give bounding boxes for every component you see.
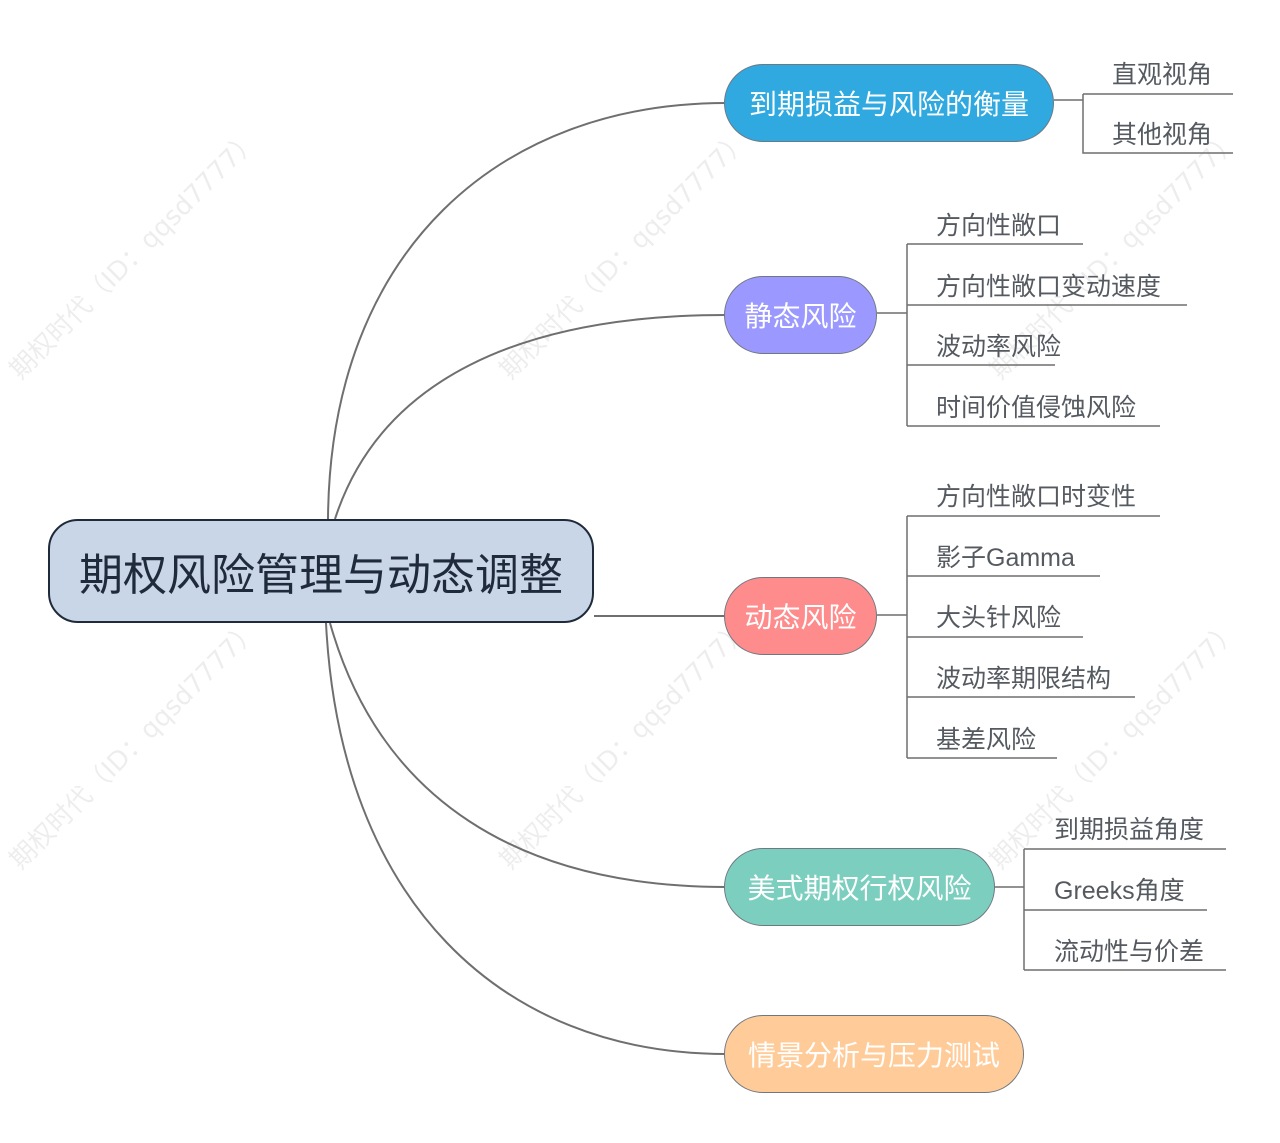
connector-root-topic-5 [325,622,727,1055]
subtopic-item[interactable]: 时间价值侵蚀风险 [936,394,1137,422]
subtopic-item[interactable]: 其他视角 [1112,121,1213,149]
root-topic[interactable]: 期权风险管理与动态调整 [48,519,594,623]
topic-static-risk[interactable]: 静态风险 [724,276,877,354]
subtopic-item[interactable]: 方向性敞口时变性 [936,483,1137,511]
topic-american-exercise-risk[interactable]: 美式期权行权风险 [724,848,995,926]
subtopic-item[interactable]: 流动性与价差 [1054,938,1205,966]
subtopic-item[interactable]: 到期损益角度 [1054,816,1205,844]
topic-scenario-stress-test[interactable]: 情景分析与压力测试 [724,1015,1024,1093]
topic-expiry-pnl-risk[interactable]: 到期损益与风险的衡量 [724,64,1054,142]
subtopic-item[interactable]: 波动率风险 [936,333,1062,361]
topic-label: 情景分析与压力测试 [747,1039,1000,1072]
root-topic-label: 期权风险管理与动态调整 [79,550,563,601]
subtopic-item[interactable]: 直观视角 [1112,61,1213,89]
subtopic-item[interactable]: 方向性敞口变动速度 [936,273,1162,301]
subtopic-item[interactable]: 方向性敞口 [936,212,1062,240]
subtopic-item[interactable]: 波动率期限结构 [936,665,1112,693]
topic-dynamic-risk[interactable]: 动态风险 [724,577,877,655]
topic-label: 静态风险 [744,300,857,333]
topic-label: 到期损益与风险的衡量 [748,88,1029,121]
connector-root-topic-4 [329,622,727,888]
topic-label: 动态风险 [744,601,857,634]
subtopic-item[interactable]: Greeks角度 [1054,877,1185,905]
subtopic-item[interactable]: 基差风险 [936,726,1037,754]
connector-root-topic-1 [327,102,727,520]
connector-root-topic-2 [334,314,727,520]
subtopic-item[interactable]: 大头针风险 [936,604,1062,632]
topic-label: 美式期权行权风险 [747,872,972,905]
subtopic-item[interactable]: 影子Gamma [936,544,1075,572]
